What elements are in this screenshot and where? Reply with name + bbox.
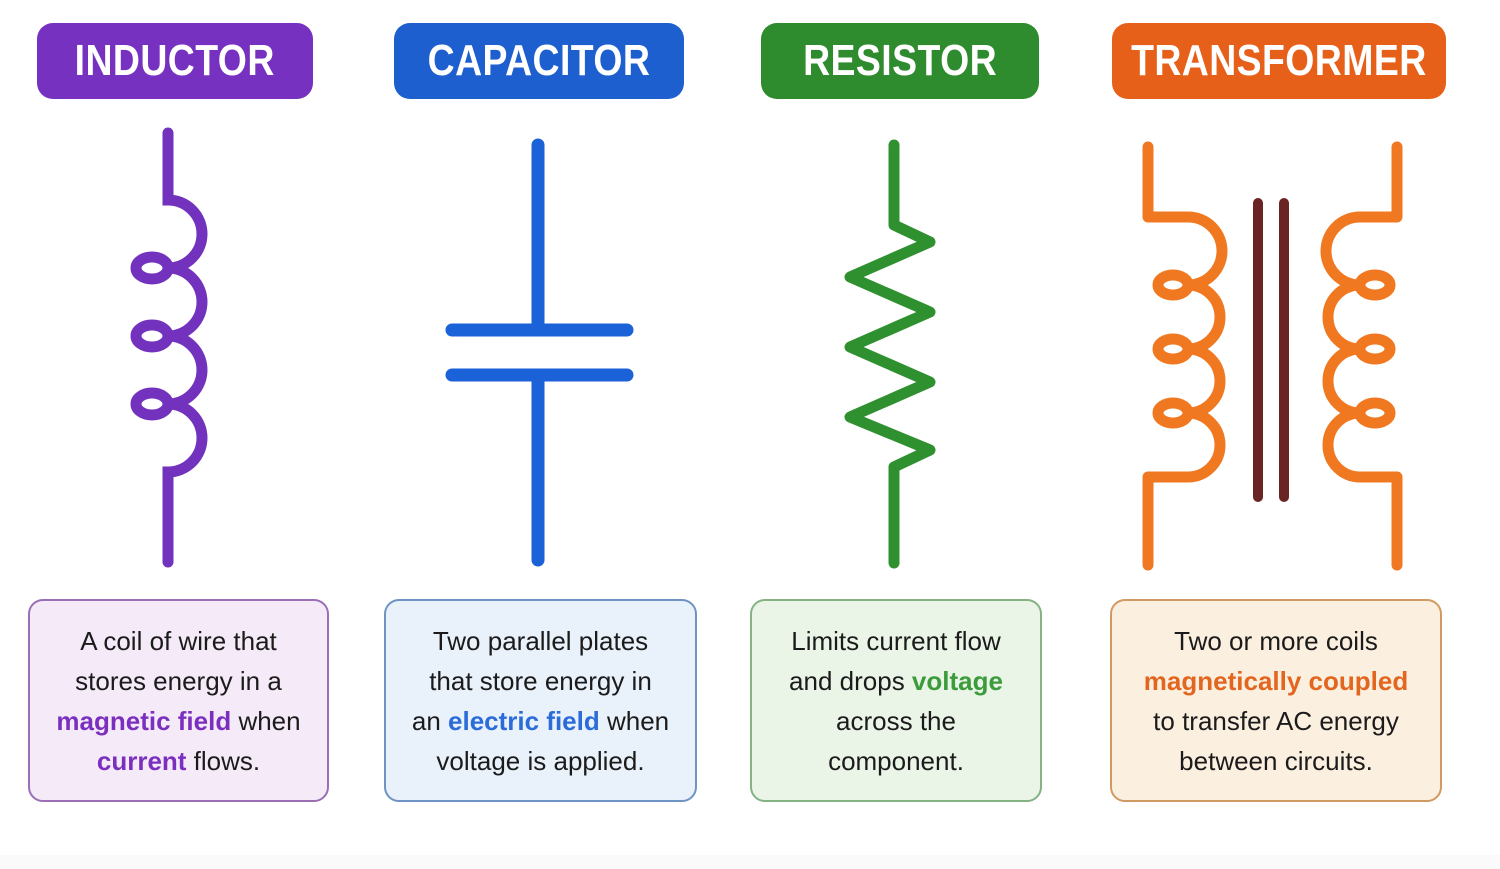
capacitor-path <box>445 138 634 567</box>
description-segment: when <box>238 705 301 736</box>
keyword-electric-field: electric field <box>448 705 600 736</box>
description-segment: flows. <box>186 745 261 776</box>
transformer-core-path <box>1253 198 1289 502</box>
description-segment: to transfer AC energy between circuits. <box>1153 705 1399 776</box>
description-segment: A coil of wire that stores energy in a <box>75 625 282 696</box>
resistor-header-badge: RESISTOR <box>761 23 1039 99</box>
description-segment: across the component. <box>828 705 964 776</box>
inductor-description-box: A coil of wire that stores energy in a m… <box>28 599 329 802</box>
transformer-description-box: Two or more coils magnetically coupled t… <box>1110 599 1442 802</box>
resistor-title: RESISTOR <box>803 36 997 85</box>
keyword-current: current <box>96 745 187 776</box>
transformer-primary-coil-path <box>1142 141 1228 571</box>
resistor-description: Limits current flow and drops voltage ac… <box>789 621 1003 781</box>
capacitor-description: Two parallel plates that store energy in… <box>412 621 669 781</box>
bottom-strip <box>0 855 1500 869</box>
resistor-zigzag-icon <box>844 139 936 569</box>
inductor-coil-icon <box>130 127 208 568</box>
capacitor-plates-icon <box>445 138 634 567</box>
transformer-title: TRANSFORMER <box>1131 36 1427 85</box>
keyword-magnetically-coupled: magnetically coupled <box>1143 665 1409 696</box>
inductor-coil-path <box>130 127 208 568</box>
inductor-title: INDUCTOR <box>74 36 276 85</box>
description-segment: Two parallel plates that store energy in… <box>411 625 652 736</box>
capacitor-description-box: Two parallel plates that store energy in… <box>384 599 697 802</box>
transformer-description: Two or more coils magnetically coupled t… <box>1144 621 1408 781</box>
transformer-coils-icon <box>1142 141 1403 571</box>
resistor-zigzag-path <box>844 139 936 569</box>
resistor-description-box: Limits current flow and drops voltage ac… <box>750 599 1042 802</box>
description-segment: when voltage is applied. <box>436 705 670 776</box>
capacitor-header-badge: CAPACITOR <box>394 23 684 99</box>
description-segment: Limits current flow and drops <box>789 625 1001 696</box>
description-segment: Two or more coils <box>1174 625 1378 656</box>
transformer-header-badge: TRANSFORMER <box>1112 23 1446 99</box>
inductor-description: A coil of wire that stores energy in a m… <box>56 621 300 781</box>
keyword-voltage: voltage <box>911 665 1003 696</box>
capacitor-title: CAPACITOR <box>427 36 651 85</box>
transformer-secondary-coil-path <box>1320 141 1403 571</box>
inductor-header-badge: INDUCTOR <box>37 23 313 99</box>
keyword-magnetic-field: magnetic field <box>56 705 232 736</box>
